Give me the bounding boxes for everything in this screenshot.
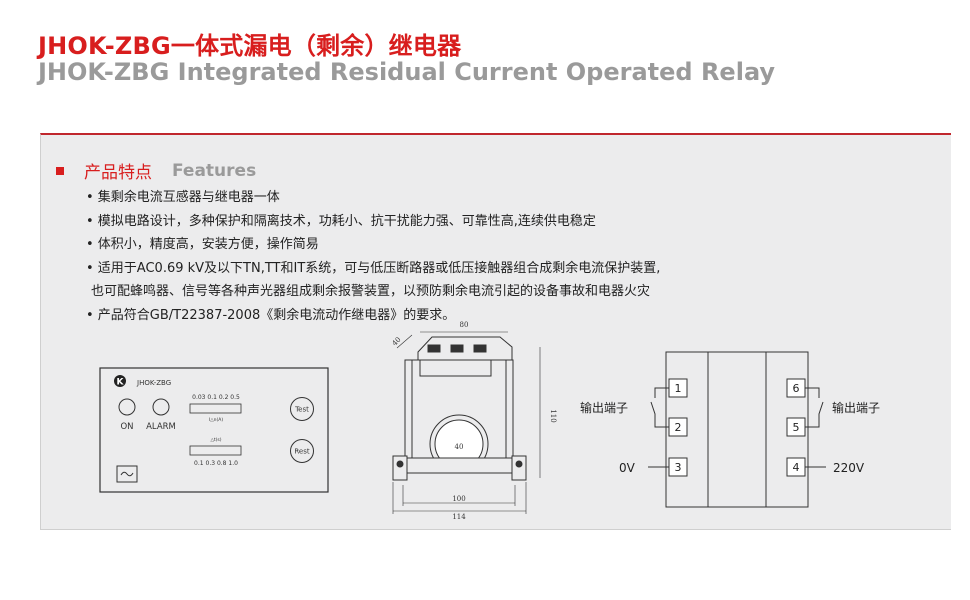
wiring-labels: 1 2 3 6 5 4 输出端子 输出端子 0V 220V xyxy=(580,382,880,475)
feature-item: • 适用于AC0.69 kV及以下TN,TT和IT系统，可与低压断路器或低压接触… xyxy=(86,260,661,276)
time-scale-unit: △t(s) xyxy=(210,437,221,443)
ac-wave-icon xyxy=(120,471,134,477)
feature-item: • 模拟电路设计，多种保护和隔离技术，功耗小、抗干扰能力强、可靠性高,连续供电稳… xyxy=(86,213,596,229)
terminal-label: 4 xyxy=(793,461,800,474)
voltage-label-220v: 220V xyxy=(833,461,865,475)
features-list: • 集剩余电流互感器与继电器一体 • 模拟电路设计，多种保护和隔离技术，功耗小、… xyxy=(86,186,660,327)
dim-line-slant xyxy=(396,334,413,349)
terminal-screw-icon xyxy=(450,344,464,353)
current-setting-dial xyxy=(189,403,242,414)
dim-label-base-outer: 114 xyxy=(452,513,466,521)
test-button-label: Test xyxy=(294,406,309,414)
dimension-drawing xyxy=(392,331,541,514)
output-terminal-label-right: 输出端子 xyxy=(832,400,880,415)
front-panel-drawing: K JHOK-ZBG ON ALARM 0.03 0.1 0.2 0.5 I△n… xyxy=(99,367,329,493)
time-scale-label: 0.1 0.3 0.8 1.0 xyxy=(194,460,238,467)
features-heading-en: Features xyxy=(172,160,257,181)
front-panel-outline xyxy=(99,367,329,493)
mount-screw-icon xyxy=(396,460,404,468)
dim-label-base-inner: 100 xyxy=(452,495,465,503)
terminal-label: 3 xyxy=(675,461,682,474)
dim-label-top: 80 xyxy=(460,321,469,329)
time-setting-dial xyxy=(189,445,242,456)
right-output-contact xyxy=(805,387,824,428)
terminal-label: 6 xyxy=(793,382,800,395)
current-scale-unit: I△n(A) xyxy=(209,417,223,423)
bullet-square-icon xyxy=(56,166,64,175)
dim-label-hole: 40 xyxy=(455,443,464,451)
title-en: JHOK-ZBG Integrated Residual Current Ope… xyxy=(38,58,776,86)
alarm-indicator-icon xyxy=(152,398,170,416)
dimension-labels: 80 40 40 110 100 114 xyxy=(391,321,557,521)
feature-item: • 体积小，精度高，安装方便，操作简易 xyxy=(86,237,319,252)
mount-screw-icon xyxy=(515,460,523,468)
left-output-contact xyxy=(650,387,669,428)
features-heading-cn: 产品特点 xyxy=(84,163,152,183)
on-indicator-icon xyxy=(118,398,136,416)
test-button-icon xyxy=(290,397,314,421)
wiring-diagram xyxy=(648,351,826,508)
on-label: ON xyxy=(120,422,133,432)
voltage-label-0v: 0V xyxy=(619,461,636,475)
current-scale-label: 0.03 0.1 0.2 0.5 xyxy=(192,394,240,401)
mounting-base xyxy=(397,457,521,474)
terminal-label: 2 xyxy=(675,421,682,434)
terminal-label: 5 xyxy=(793,421,800,434)
dim-label-height: 110 xyxy=(549,409,557,422)
mounting-foot-right xyxy=(511,455,527,481)
reset-button-label: Rest xyxy=(294,448,310,456)
feature-item: • 产品符合GB/T22387-2008《剩余电流动作继电器》的要求。 xyxy=(86,307,456,323)
terminal-screw-icon xyxy=(427,344,441,353)
panel-model-label: JHOK-ZBG xyxy=(136,379,171,387)
title-cn: JHOK-ZBG一体式漏电（剩余）继电器 xyxy=(38,32,462,60)
alarm-label: ALARM xyxy=(146,422,176,432)
terminal-label: 1 xyxy=(675,382,682,395)
feature-item-continuation: 也可配蜂鸣器、信号等各种声光器组成剩余报警装置，以预防剩余电流引起的设备事故和电… xyxy=(91,284,651,299)
ac-symbol-box xyxy=(116,465,138,483)
output-terminal-label-left: 输出端子 xyxy=(580,400,628,415)
feature-item: • 集剩余电流互感器与继电器一体 xyxy=(86,190,280,205)
terminal-screw-icon xyxy=(473,344,487,353)
dim-label-slant: 40 xyxy=(391,336,403,348)
reset-button-icon xyxy=(290,439,314,463)
brand-logo-icon xyxy=(114,375,126,387)
terminal-strip xyxy=(419,359,492,377)
features-heading: 产品特点 Features xyxy=(56,158,256,183)
mounting-foot-left xyxy=(392,455,408,481)
brand-logo-letter: K xyxy=(117,378,125,388)
wiring-center-block xyxy=(707,351,767,508)
